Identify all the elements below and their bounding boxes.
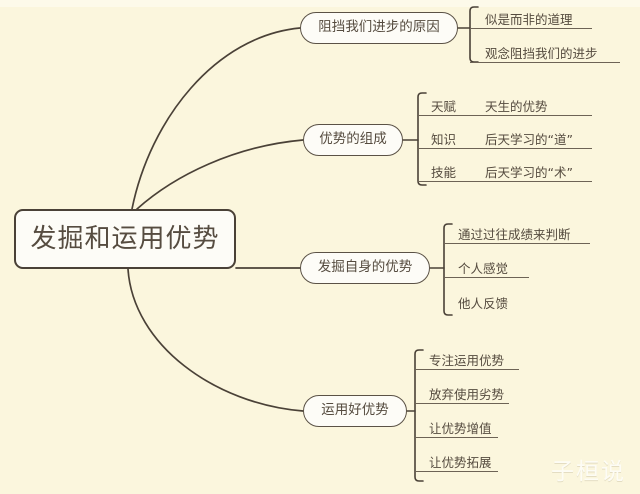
leaf-label: 后天学习的“术” <box>485 164 573 180</box>
leaf-label: 观念阻挡我们的进步 <box>485 45 598 61</box>
leaf-label: 让优势拓展 <box>429 454 492 470</box>
branch-node-2[interactable]: 发掘自身的优势 <box>300 252 430 284</box>
canvas-top-edge <box>0 0 640 7</box>
leaf-label: 他人反馈 <box>458 295 509 311</box>
leaf-row[interactable]: 专注运用优势 <box>415 345 519 370</box>
branch-node-3-label: 运用好优势 <box>321 402 389 419</box>
leaf-row[interactable]: 知识 后天学习的“道” <box>418 121 592 149</box>
leaf-row[interactable]: 放弃使用劣势 <box>415 379 509 404</box>
leaf-row[interactable]: 观念阻挡我们的进步 <box>470 36 620 63</box>
leaf-row[interactable]: 让优势拓展 <box>415 447 498 472</box>
branch-node-2-label: 发掘自身的优势 <box>317 259 413 276</box>
leaf-label: 后天学习的“道” <box>485 131 573 147</box>
root-node-label: 发掘和运用优势 <box>30 224 220 254</box>
leaf-row[interactable]: 通过过往成绩来判断 <box>444 219 590 244</box>
leaf-label: 似是而非的道理 <box>485 11 573 27</box>
link-root-branch-0 <box>131 27 301 210</box>
leaf-group-0: 似是而非的道理 观念阻挡我们的进步 <box>470 2 620 63</box>
root-node[interactable]: 发掘和运用优势 <box>14 209 236 269</box>
branch-node-1-label: 优势的组成 <box>319 131 387 148</box>
leaf-label: 个人感觉 <box>458 260 509 276</box>
leaf-key: 知识 <box>431 131 457 147</box>
leaf-label: 放弃使用劣势 <box>429 386 505 402</box>
branch-node-1[interactable]: 优势的组成 <box>303 124 403 156</box>
link-root-branch-1 <box>136 139 304 210</box>
branch-node-0[interactable]: 阻挡我们进步的原因 <box>300 12 458 44</box>
leaf-group-1: 天赋 天生的优势 知识 后天学习的“道” 技能 后天学习的“术” <box>418 88 592 182</box>
leaf-row[interactable]: 他人反馈 <box>444 287 524 312</box>
branch-node-3[interactable]: 运用好优势 <box>303 395 407 427</box>
watermark: 子桓说 <box>551 459 626 485</box>
leaf-label: 通过过往成绩来判断 <box>458 226 571 242</box>
leaf-label: 让优势增值 <box>429 420 492 436</box>
link-root-branch-3 <box>127 268 304 412</box>
branch-node-0-label: 阻挡我们进步的原因 <box>318 19 440 36</box>
leaf-label: 天生的优势 <box>485 98 548 114</box>
leaf-group-3: 专注运用优势 放弃使用劣势 让优势增值 让优势拓展 <box>415 345 519 472</box>
leaf-key: 技能 <box>431 164 457 180</box>
leaf-row[interactable]: 似是而非的道理 <box>470 2 592 29</box>
leaf-row[interactable]: 技能 后天学习的“术” <box>418 154 592 182</box>
leaf-row[interactable]: 个人感觉 <box>444 253 529 278</box>
leaf-label: 专注运用优势 <box>429 352 505 368</box>
leaf-group-2: 通过过往成绩来判断 个人感觉 他人反馈 <box>444 219 590 312</box>
leaf-key: 天赋 <box>431 98 457 114</box>
leaf-row[interactable]: 天赋 天生的优势 <box>418 88 592 116</box>
leaf-row[interactable]: 让优势增值 <box>415 413 498 438</box>
